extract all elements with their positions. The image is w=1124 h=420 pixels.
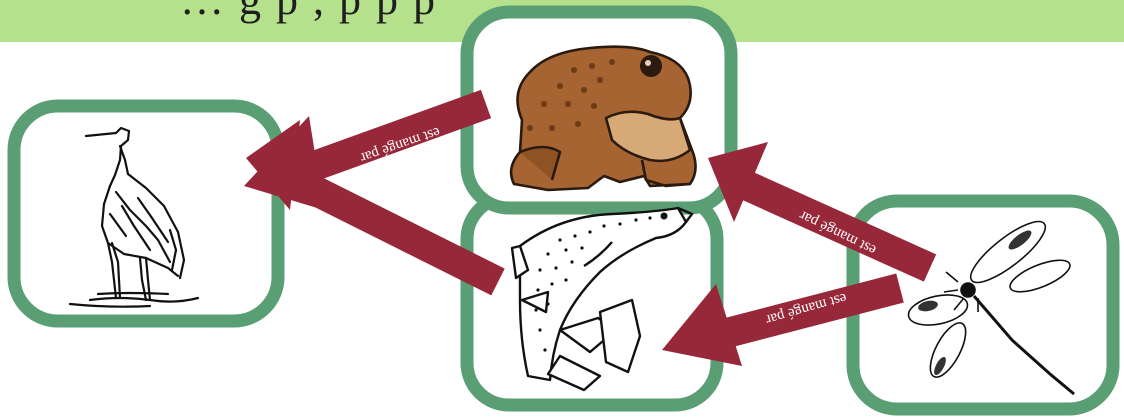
toad-eye-icon: [640, 55, 662, 77]
heron-frame: [14, 106, 278, 321]
toad-icon: [511, 47, 695, 190]
